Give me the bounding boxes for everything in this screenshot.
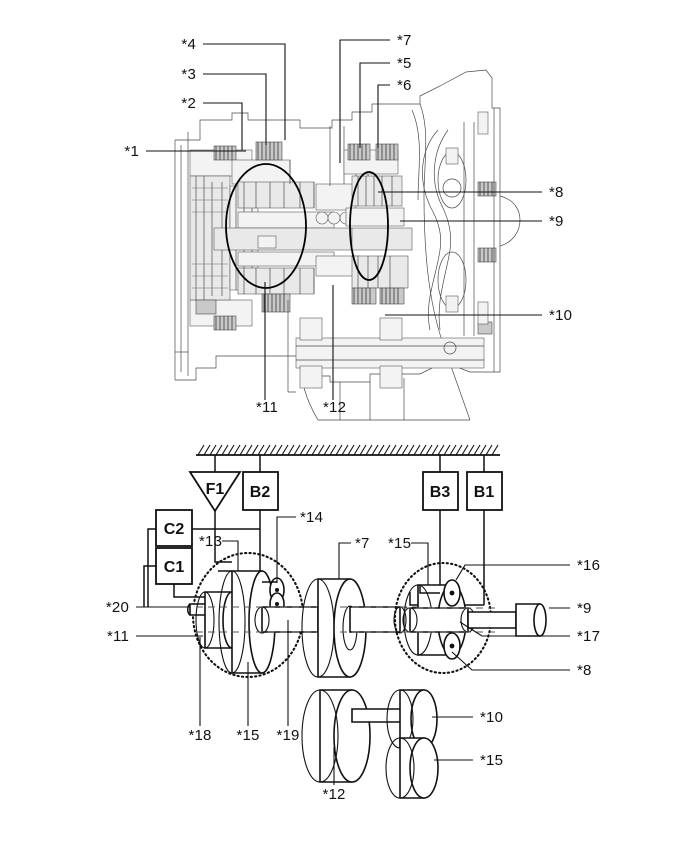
callout-8: *8 bbox=[549, 184, 564, 201]
callout-20: *20 bbox=[106, 599, 129, 616]
counter-drive-gear-7 bbox=[301, 578, 420, 678]
callout-10: *10 bbox=[549, 307, 572, 324]
callout-8-lower: *8 bbox=[577, 662, 592, 679]
callout-1: *1 bbox=[124, 143, 139, 160]
callout-12: *12 bbox=[323, 399, 346, 416]
callout-17: *17 bbox=[577, 628, 600, 645]
top-callout-leaders bbox=[146, 39, 542, 400]
brake-b3: B3 bbox=[422, 471, 459, 593]
clutch-c1-label: C1 bbox=[164, 559, 185, 576]
rear-sun-shaft-17 bbox=[409, 607, 469, 633]
callout-14: *14 bbox=[300, 509, 323, 526]
differential-ring-gear-15 bbox=[385, 737, 439, 799]
one-way-clutch-f1: F1 bbox=[188, 471, 242, 536]
clutch-c1: C1 bbox=[143, 547, 205, 607]
callout-5: *5 bbox=[397, 55, 412, 72]
callout-7: *7 bbox=[397, 32, 412, 49]
rear-planet-16 bbox=[443, 579, 461, 607]
callout-7-lower: *7 bbox=[355, 535, 370, 552]
callout-11-lower: *11 bbox=[107, 628, 129, 645]
oil-pan-outline bbox=[175, 299, 296, 393]
callout-2: *2 bbox=[181, 95, 196, 112]
callout-4: *4 bbox=[181, 36, 196, 53]
callout-6: *6 bbox=[397, 77, 412, 94]
callout-15-c: *15 bbox=[480, 752, 503, 769]
clutch-c2: C2 bbox=[147, 509, 260, 607]
rear-planetary-gear-set bbox=[343, 143, 409, 305]
center-support-section bbox=[315, 126, 413, 277]
callout-15-b: *15 bbox=[236, 727, 259, 744]
callout-9: *9 bbox=[549, 213, 564, 230]
callout-19: *19 bbox=[276, 727, 299, 744]
callout-11: *11 bbox=[256, 399, 278, 416]
transmission-housing-outline bbox=[174, 69, 501, 421]
rear-planet-lower bbox=[443, 632, 461, 660]
f1-to-carrier-link bbox=[214, 536, 232, 563]
callout-9-lower: *9 bbox=[577, 600, 592, 617]
output-shaft-9 bbox=[467, 603, 547, 637]
brake-b2: B2 bbox=[242, 471, 279, 590]
power-train-skeleton: F1 B2 B3 B1 C2 bbox=[106, 444, 600, 803]
bottom-callout-leaders bbox=[136, 516, 570, 785]
transmission-cross-section: *1 *2 *3 *4 *5 *6 *7 *8 *9 *10 *11 *12 bbox=[124, 32, 572, 421]
front-output-shaft-19 bbox=[254, 606, 319, 634]
brake-b1: B1 bbox=[409, 471, 503, 606]
callout-12-lower: *12 bbox=[322, 786, 345, 803]
callout-18: *18 bbox=[188, 727, 211, 744]
callout-15-a: *15 bbox=[388, 535, 411, 552]
callout-10-lower: *10 bbox=[480, 709, 503, 726]
brake-b1-label: B1 bbox=[474, 484, 495, 501]
brake-b2-label: B2 bbox=[250, 484, 271, 501]
ground-symbol bbox=[196, 444, 500, 456]
clutch-c2-label: C2 bbox=[164, 521, 185, 538]
callout-3: *3 bbox=[181, 66, 196, 83]
element-ground-links bbox=[214, 455, 485, 472]
brake-b3-label: B3 bbox=[430, 484, 451, 501]
rear-unit-highlight-ellipse bbox=[349, 171, 389, 281]
callout-13: *13 bbox=[199, 533, 222, 550]
front-planetary-gear-set bbox=[213, 141, 353, 313]
counter-driven-gear-12 bbox=[301, 689, 407, 783]
front-planetary-group bbox=[187, 551, 330, 679]
torque-converter-section bbox=[422, 108, 521, 372]
one-way-clutch-f1-label: F1 bbox=[206, 481, 225, 498]
rear-planetary-group bbox=[393, 561, 547, 675]
output-shaft-section bbox=[295, 317, 485, 389]
front-unit-highlight-ellipse bbox=[225, 163, 307, 289]
callout-16: *16 bbox=[577, 557, 600, 574]
final-drive-gear-10 bbox=[386, 689, 438, 749]
